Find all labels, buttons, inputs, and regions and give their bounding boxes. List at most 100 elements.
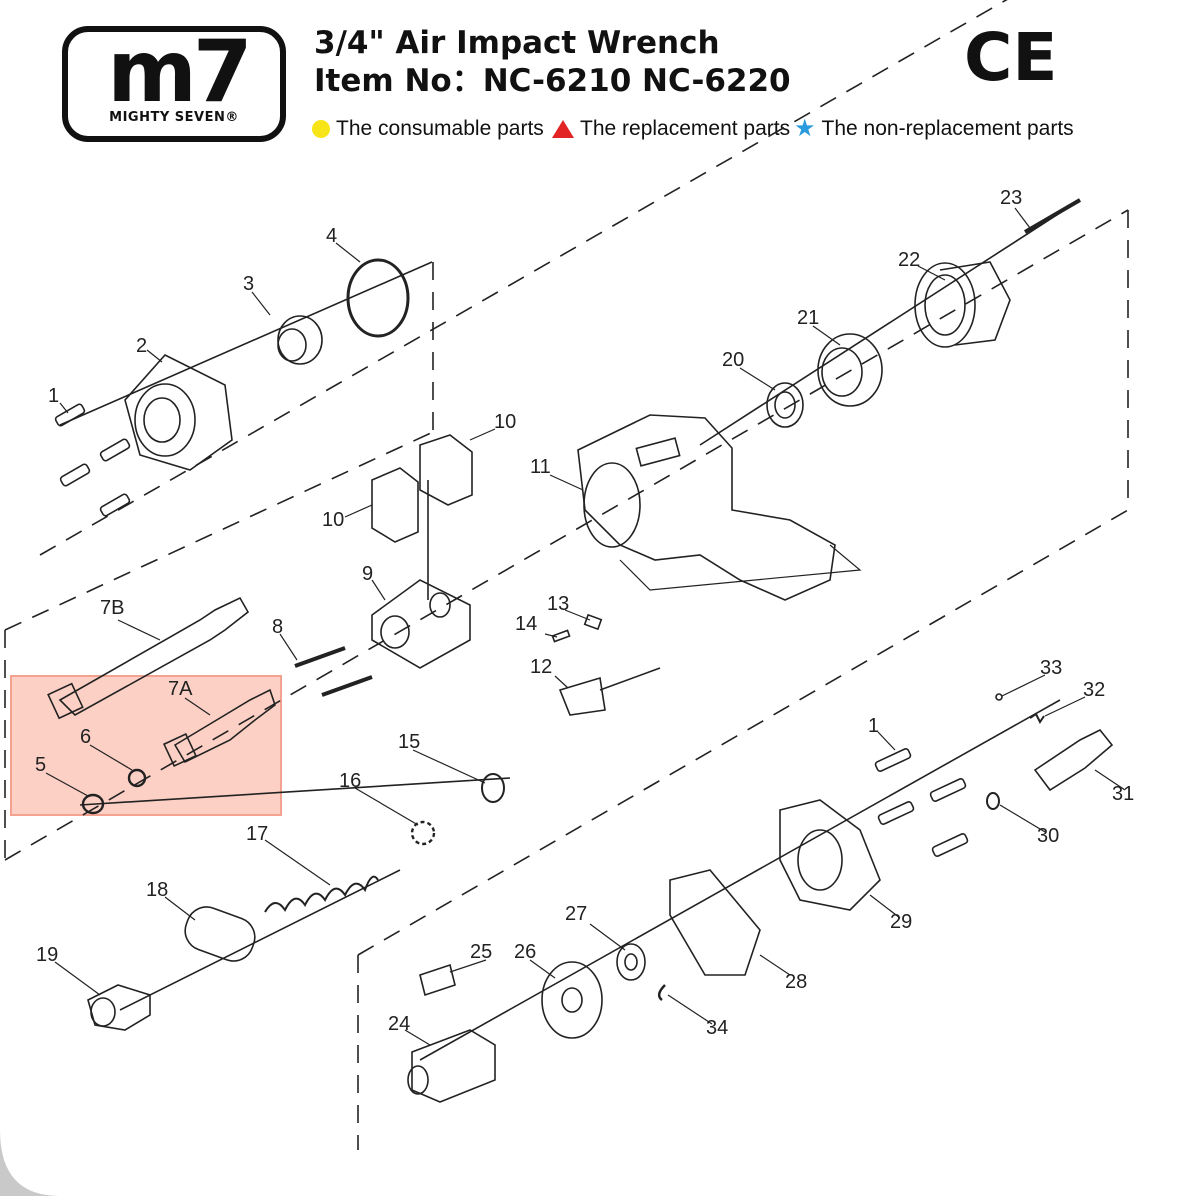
- section-boundary-lines: [4, 0, 1129, 1150]
- title-line-2: Item No：NC-6210 NC-6220: [314, 63, 791, 99]
- part-22-cylinder: [914, 261, 1011, 348]
- part-31-valve: [1033, 728, 1114, 792]
- label-part-14: 14: [515, 613, 537, 635]
- axis-line-nose: [59, 261, 433, 426]
- highlight-region-7a: [10, 675, 282, 816]
- part-1-rear-screws: [874, 748, 969, 857]
- label-part-1: 1: [48, 385, 59, 407]
- label-part-33: 33: [1040, 657, 1062, 679]
- logo-subtitle: MIGHTY SEVEN®: [109, 110, 239, 125]
- brand-logo: m7 MIGHTY SEVEN®: [62, 22, 286, 142]
- part-7a-anvil: [162, 688, 276, 768]
- label-part-8: 8: [272, 616, 283, 638]
- label-part-15: 15: [398, 731, 420, 753]
- part-27-bearing: [616, 943, 646, 981]
- label-part-22: 22: [898, 249, 920, 271]
- legend-non-replacement-label: The non-replacement parts: [821, 117, 1074, 140]
- label-part-10-lower: 10: [322, 509, 344, 531]
- label-part-2: 2: [136, 335, 147, 357]
- part-14-screw: [551, 629, 571, 643]
- part-11-housing: [577, 414, 862, 601]
- part-10-hammers: [371, 434, 473, 543]
- part-20-bearing: [766, 382, 804, 428]
- blue-star-icon: ★: [794, 115, 816, 142]
- label-part-6: 6: [80, 726, 91, 748]
- legend-consumable-label: The consumable parts: [336, 117, 544, 140]
- label-part-1-rear: 1: [868, 715, 879, 737]
- part-7b-anvil: [47, 596, 250, 720]
- label-part-16: 16: [339, 770, 361, 792]
- axis-line-rear: [699, 199, 1081, 446]
- part-3-bushing: [277, 315, 323, 365]
- label-part-32: 32: [1083, 679, 1105, 701]
- part-24-rotor: [407, 1029, 496, 1103]
- part-23-pin: [1023, 198, 1082, 234]
- label-part-7b: 7B: [100, 597, 124, 619]
- label-part-9: 9: [362, 563, 373, 585]
- label-part-5: 5: [35, 754, 46, 776]
- label-part-26: 26: [514, 941, 536, 963]
- label-part-31: 31: [1112, 783, 1134, 805]
- part-21-end-plate: [817, 333, 883, 407]
- part-5-ring: [81, 793, 105, 815]
- axis-line-motor: [419, 699, 1061, 1061]
- axis-line-anvil: [79, 777, 511, 806]
- diagram-title: 3/4" Air Impact Wrench Item No：NC-6210 N…: [314, 24, 791, 100]
- legend-consumable: The consumable parts: [312, 116, 544, 142]
- part-15-washer: [481, 773, 505, 803]
- legend-replacement: The replacement parts: [552, 116, 790, 142]
- part-6-ring: [127, 768, 147, 788]
- part-33-ball: [995, 693, 1003, 701]
- part-30-washer: [986, 792, 1000, 810]
- axis-line-valve: [119, 869, 401, 1011]
- label-part-3: 3: [243, 273, 254, 295]
- label-part-19: 19: [36, 944, 58, 966]
- label-part-29: 29: [890, 911, 912, 933]
- logo-mark: m7: [107, 22, 252, 122]
- part-25-blade: [419, 963, 456, 997]
- part-34-clip: [657, 984, 666, 1002]
- label-part-21: 21: [797, 307, 819, 329]
- label-part-17: 17: [246, 823, 268, 845]
- label-part-7a: 7A: [168, 678, 193, 700]
- part-26-plate: [541, 961, 603, 1039]
- part-17-spring: [264, 875, 379, 913]
- yellow-dot-icon: [312, 120, 330, 138]
- legend-replacement-label: The replacement parts: [580, 117, 791, 140]
- label-part-11: 11: [530, 456, 551, 478]
- part-1-screws: [54, 403, 131, 517]
- label-part-28: 28: [785, 971, 807, 993]
- label-part-4: 4: [326, 225, 337, 247]
- label-part-24: 24: [388, 1013, 410, 1035]
- part-19-plug: [87, 984, 151, 1031]
- leader-lines: [45, 207, 1126, 1046]
- label-part-20: 20: [722, 349, 744, 371]
- part-4-o-ring: [346, 258, 410, 338]
- label-part-12: 12: [530, 656, 552, 678]
- legend-non-replacement: ★ The non-replacement parts: [794, 116, 1074, 142]
- part-18-muffler: [184, 906, 256, 962]
- title-line-1: 3/4" Air Impact Wrench: [314, 25, 720, 61]
- label-part-27: 27: [565, 903, 587, 925]
- corner-decoration: [0, 1130, 60, 1196]
- label-part-18: 18: [146, 879, 168, 901]
- part-8-pins: [294, 646, 373, 697]
- ce-mark: CE: [964, 19, 1058, 96]
- part-16-star-washer: [410, 820, 436, 846]
- label-part-23: 23: [1000, 187, 1022, 209]
- part-9-cam: [371, 579, 471, 669]
- part-29-rear-cover: [779, 799, 881, 911]
- label-part-34: 34: [706, 1017, 728, 1039]
- part-28-gasket: [669, 869, 761, 976]
- part-number-labels: 1 2 3 4 7B 7A 6 5 8 9 10 10 11 12 13 14 …: [35, 187, 1134, 1039]
- part-13-block: [583, 613, 603, 631]
- part-2-front-cover: [124, 354, 233, 471]
- label-part-25: 25: [470, 941, 492, 963]
- part-32-spring: [1029, 712, 1045, 724]
- red-triangle-icon: [552, 120, 574, 138]
- label-part-10-upper: 10: [494, 411, 516, 433]
- label-part-13: 13: [547, 593, 569, 615]
- label-part-30: 30: [1037, 825, 1059, 847]
